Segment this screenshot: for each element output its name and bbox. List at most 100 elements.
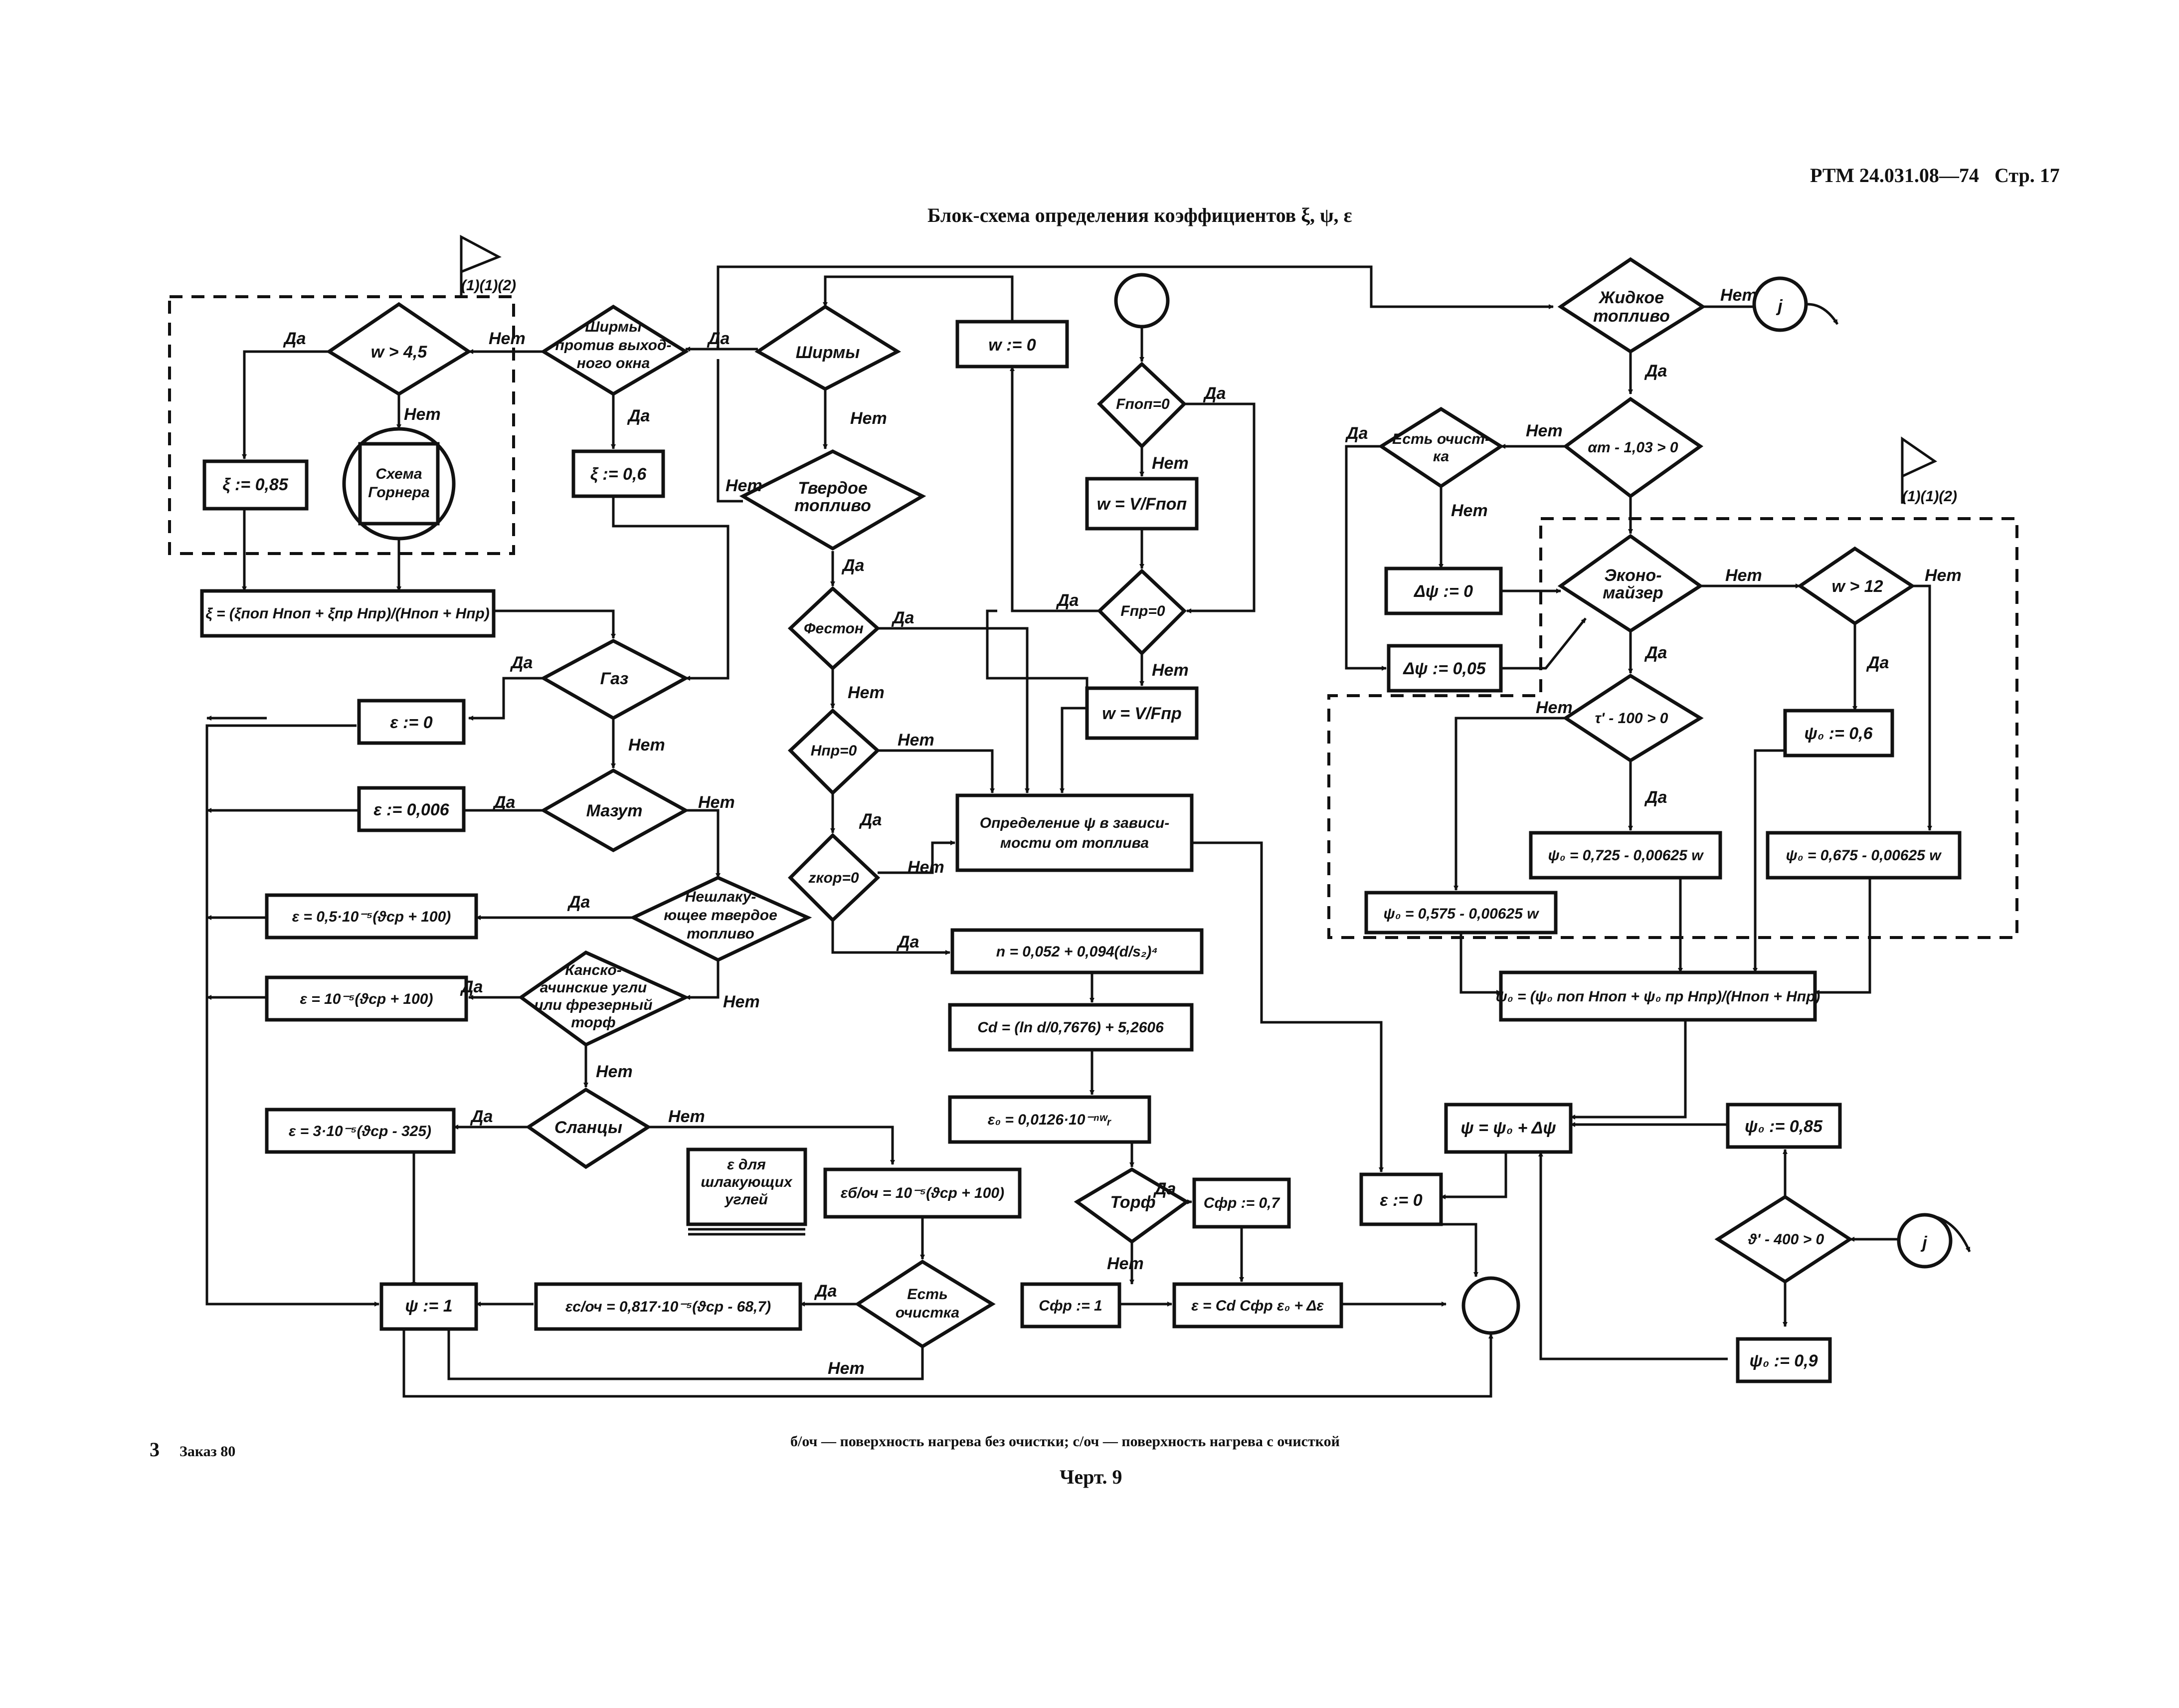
process-shema-l2: Горнера <box>368 484 429 501</box>
decision-w-gt-4-5 <box>326 302 472 396</box>
process-dpsi005-text: Δψ := 0,05 <box>1402 659 1486 678</box>
page-title: Блок-схема определения коэффициентов ξ, … <box>927 204 1352 226</box>
decision-shirmy <box>754 304 902 391</box>
process-cfr1-text: Cфр := 1 <box>1039 1298 1102 1314</box>
label-no: Нет <box>723 992 760 1011</box>
process-opr-psi-l2: мости от топлива <box>1000 835 1149 851</box>
process-eps-3 <box>265 1108 456 1154</box>
label-no: Нет <box>850 409 887 428</box>
process-cfr07 <box>1192 1177 1291 1229</box>
dashed-group-right <box>1327 517 2018 939</box>
label-no: Нет <box>628 736 665 755</box>
decision-fpop0 <box>1096 362 1187 449</box>
process-psi-sum-text: ψ = ψ₀ + Δψ <box>1460 1119 1556 1138</box>
process-psi085 <box>1726 1103 1842 1149</box>
process-eps-note-l2: шлакующих <box>701 1174 793 1190</box>
decision-zhidkoe-l2: топливо <box>1593 307 1670 326</box>
label-yes: Да <box>896 933 919 951</box>
label-yes: Да <box>707 329 729 348</box>
label-no: Нет <box>1526 421 1563 440</box>
decision-w-gt-12-text: w > 12 <box>1831 577 1883 596</box>
decision-zkor0 <box>788 833 881 923</box>
decision-fpr0-text: Fпр=0 <box>1120 603 1165 619</box>
decision-neshlak-l3: топливо <box>687 926 754 942</box>
process-w-fpop <box>1085 477 1199 531</box>
label-no: Нет <box>828 1359 865 1378</box>
process-dpsi005 <box>1387 644 1503 693</box>
flag-left <box>460 234 502 297</box>
decision-shirmy-okna <box>540 304 689 396</box>
decision-est-ochist-ka-l1: Есть очист- <box>1392 431 1490 447</box>
process-eps-3-text: ε = 3·10⁻⁵(ϑср - 325) <box>289 1123 431 1139</box>
branch-labels: Да Нет Нет Да Да Нет Нет Да Да Нет Нет Д… <box>283 286 1962 1378</box>
decision-shirmy-okna-l1: Ширмы <box>585 319 642 335</box>
label-no: Нет <box>489 329 526 348</box>
process-eps0006 <box>357 786 466 832</box>
decision-est-ochist-ka <box>1378 406 1504 489</box>
process-w-assign-text: w := 0 <box>988 336 1036 355</box>
label-no: Нет <box>1152 661 1189 680</box>
label-yes: Да <box>627 406 650 425</box>
label-yes: Да <box>1203 384 1226 403</box>
process-psi09 <box>1736 1337 1832 1383</box>
decision-feston-text: Фестон <box>804 620 864 637</box>
process-shema-l1: Схема <box>375 466 422 482</box>
process-eps-so-text: εс/оч = 0,817·10⁻⁵(ϑср - 68,7) <box>565 1299 771 1315</box>
process-cd-formula-text: Cd = (ln d/0,7676) + 5,2606 <box>977 1019 1164 1036</box>
decision-est-ochistka-l2: очистка <box>896 1305 959 1321</box>
decision-neshlak-l1: Нешлаку- <box>685 889 756 905</box>
decision-kansk-l3: или фрезерный <box>534 997 652 1013</box>
process-psi1-text: ψ := 1 <box>405 1297 452 1316</box>
label-yes: Да <box>1056 591 1079 610</box>
decision-hnp0 <box>787 708 881 795</box>
label-yes: Да <box>841 556 864 575</box>
decision-w-gt-12 <box>1797 546 1916 626</box>
decision-w-gt-4-5-text: w > 4,5 <box>371 343 428 362</box>
label-yes: Да <box>891 608 914 627</box>
label-no: Нет <box>1152 454 1189 473</box>
label-no: Нет <box>1720 286 1757 305</box>
decision-est-ochistka <box>854 1259 996 1349</box>
process-eps-note-l3: углей <box>724 1191 768 1208</box>
dashed-group-left <box>168 295 515 555</box>
label-no: Нет <box>404 405 441 424</box>
footer-order: Заказ 80 <box>180 1443 235 1460</box>
start-circle <box>1114 273 1170 329</box>
label-yes: Да <box>859 810 882 829</box>
process-n-formula-text: n = 0,052 + 0,094(d/s₂)⁴ <box>996 944 1158 960</box>
process-eps0-formula-text: ε₀ = 0,0126·10⁻ⁿʷᵣ <box>988 1112 1112 1128</box>
label-no: Нет <box>1925 566 1962 585</box>
decision-mazut-text: Мазут <box>586 801 643 820</box>
process-eps-final-text: ε = Cd Cфр ε₀ + Δε <box>1191 1298 1324 1314</box>
decision-kansk <box>518 950 690 1047</box>
label-no: Нет <box>1536 698 1573 717</box>
process-psi0575 <box>1364 891 1558 935</box>
process-xi085 <box>202 459 309 511</box>
process-xi06 <box>571 449 665 498</box>
process-eps-bo <box>823 1167 1022 1219</box>
decision-feston <box>787 586 881 671</box>
label-no: Нет <box>726 476 762 495</box>
decision-tverdoe-l2: топливо <box>794 496 871 515</box>
label-yes: Да <box>470 1107 493 1126</box>
figure-number: Черт. 9 <box>1060 1466 1122 1488</box>
decision-tau-text: τ' - 100 > 0 <box>1595 710 1668 727</box>
process-dpsi0-text: Δψ := 0 <box>1413 582 1473 601</box>
process-eps-note <box>686 1147 807 1236</box>
process-eps-10-text: ε = 10⁻⁵(ϑср + 100) <box>300 991 433 1007</box>
process-eps-final <box>1172 1282 1343 1328</box>
process-n-formula <box>950 928 1204 974</box>
decision-shirmy-okna-l3: ного окна <box>577 355 650 372</box>
decision-est-ochistka-l1: Есть <box>907 1286 948 1303</box>
process-psi09-text: ψ₀ := 0,9 <box>1749 1351 1817 1370</box>
decision-slancy-text: Сланцы <box>554 1118 622 1137</box>
process-psi-avg-text: ψ₀ = (ψ₀ поп Hпоп + ψ₀ пр Hпр)/(Hпоп + H… <box>1496 988 1820 1005</box>
process-psi1 <box>379 1282 478 1331</box>
process-cfr07-text: Cфр := 0,7 <box>1204 1195 1280 1211</box>
flag-right-label: (1)(1)(2) <box>1902 488 1957 505</box>
label-yes: Да <box>1153 1179 1176 1198</box>
process-opr-psi-l1: Определение ψ в зависи- <box>980 815 1169 831</box>
flag-left-label: (1)(1)(2) <box>461 277 516 294</box>
label-no: Нет <box>1107 1254 1144 1273</box>
